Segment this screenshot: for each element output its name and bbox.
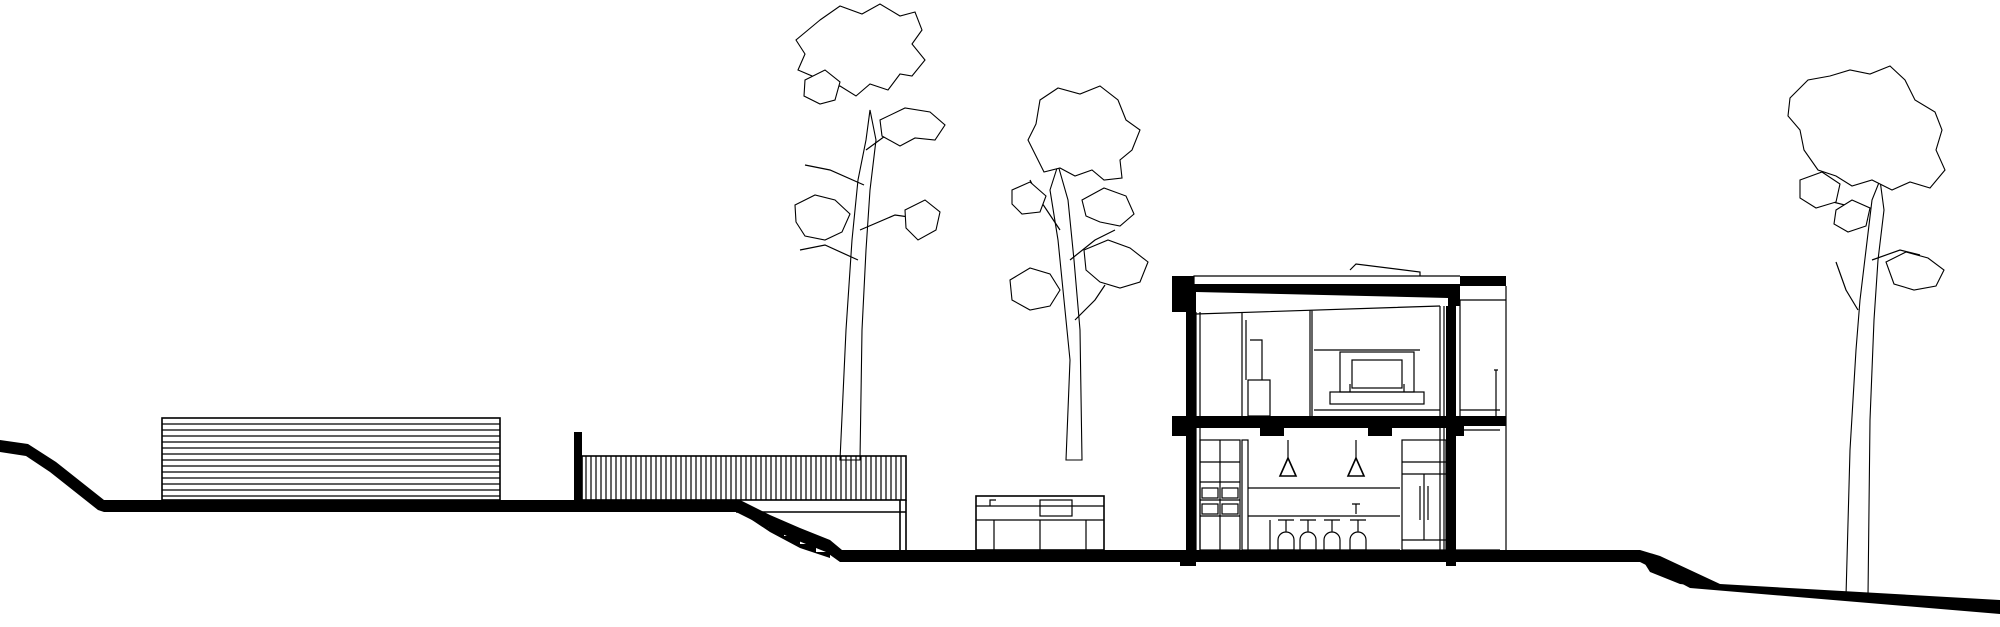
tree-right-canopy-low	[1885, 251, 1945, 291]
bed	[1329, 391, 1425, 405]
tree-left-trunk	[839, 109, 877, 461]
tree-centre-canopy-top	[1027, 85, 1141, 181]
terrace-steps	[740, 512, 830, 558]
pendant-light-1	[1278, 456, 1298, 477]
tree-left	[794, 3, 946, 461]
terrain-profile	[0, 432, 2000, 614]
tree-centre-trunk	[1049, 163, 1083, 461]
two-storey-house-section	[1172, 263, 1507, 566]
tree-right-canopy-top	[1787, 65, 1946, 191]
tree-centre-canopy-mid	[1009, 267, 1061, 311]
bar-stools	[1277, 519, 1367, 551]
tree-right-trunk	[1845, 177, 1885, 597]
house-roof	[1172, 276, 1506, 312]
pendant-light-2	[1346, 456, 1366, 477]
tree-centre	[1009, 85, 1149, 461]
house-first-floor-slab	[1172, 416, 1506, 436]
outdoor-kitchen-bench	[975, 495, 1105, 551]
upper-floor-rooms	[1195, 300, 1500, 417]
bed-headboard	[1339, 351, 1415, 393]
garden-shed	[161, 417, 501, 501]
ground-floor-kitchen	[1199, 429, 1500, 551]
timber-screen-fence	[581, 455, 907, 552]
tree-right	[1787, 65, 1946, 597]
tree-left-canopy-mid	[794, 194, 851, 241]
